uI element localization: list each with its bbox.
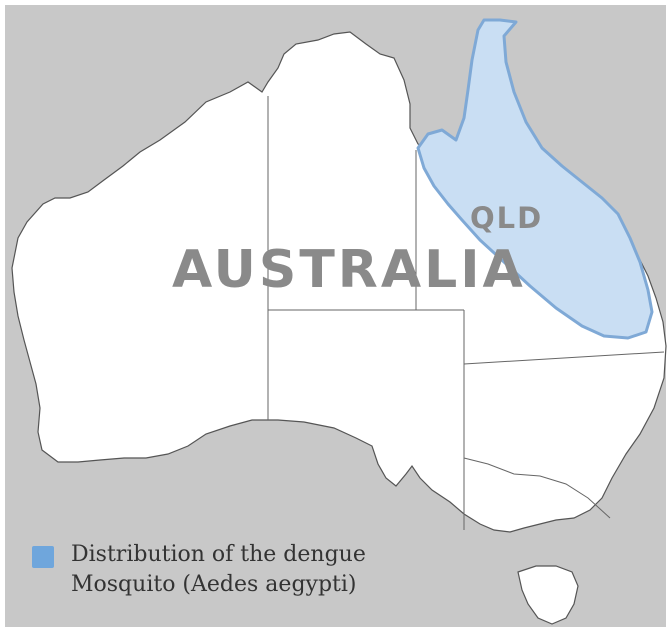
legend-line-2: Mosquito (Aedes aegypti) bbox=[71, 572, 357, 597]
legend-text: Distribution of the dengue Mosquito (Aed… bbox=[71, 540, 366, 600]
border-qld-nsw bbox=[463, 351, 665, 365]
distribution-area bbox=[416, 18, 654, 340]
legend-line-1: Distribution of the dengue bbox=[71, 542, 366, 567]
border-nsw-vic bbox=[463, 457, 611, 519]
tasmania bbox=[517, 565, 579, 625]
state-borders bbox=[267, 96, 665, 530]
region-label-qld: QLD bbox=[470, 201, 544, 235]
legend-swatch bbox=[32, 546, 54, 568]
country-label: AUSTRALIA bbox=[172, 240, 526, 300]
legend: Distribution of the dengue Mosquito (Aed… bbox=[32, 540, 366, 600]
